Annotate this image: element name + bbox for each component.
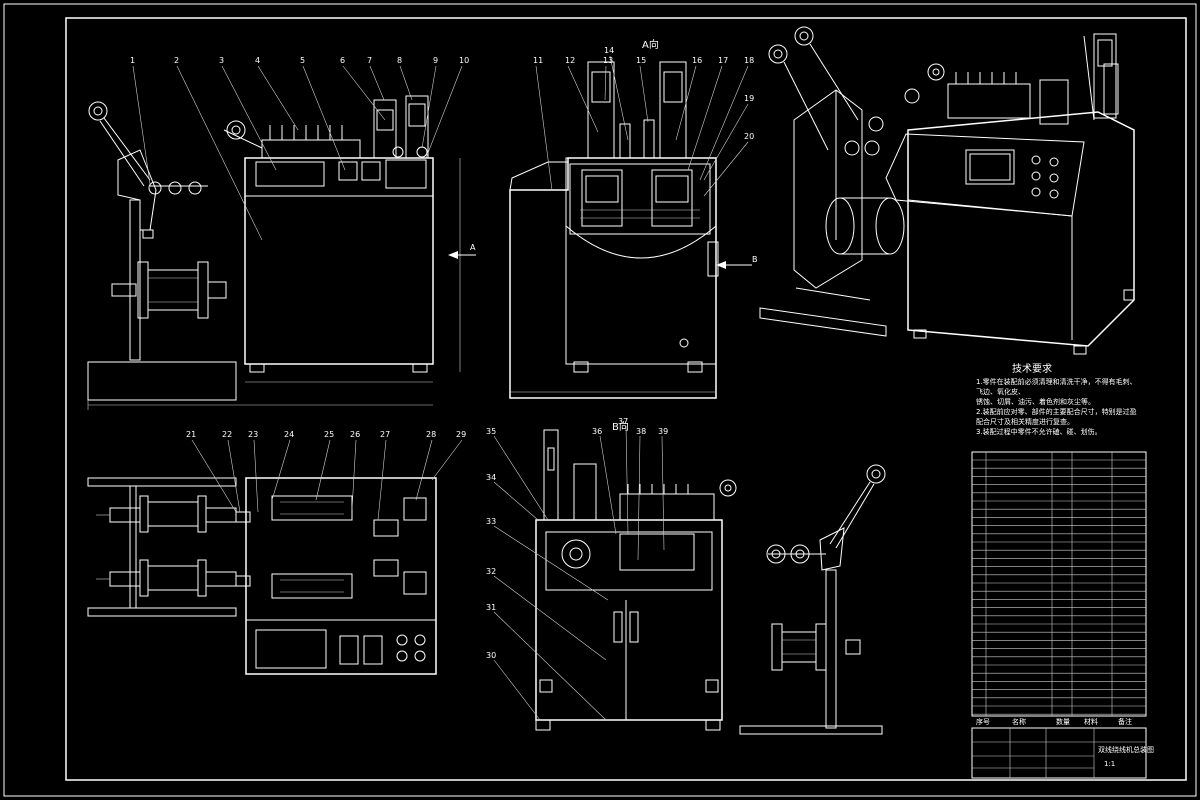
parts-list-column-header: 材料	[1084, 717, 1098, 726]
callout-number: 22	[222, 430, 232, 439]
drawing-scale: 1:1	[1104, 760, 1115, 768]
callout-number: 18	[744, 56, 754, 65]
callout-number: 17	[718, 56, 728, 65]
parts-list-column-header: 序号	[976, 717, 990, 726]
parts-list-table: 序号 名称 数量 材料 备注	[971, 451, 1147, 726]
callout-number: 34	[486, 473, 496, 482]
callout-number: 26	[350, 430, 360, 439]
callout-number: 11	[533, 56, 543, 65]
tech-req-line: 2.装配前应对零、部件的主要配合尺寸，特别是过盈	[976, 407, 1137, 416]
callout-number: 33	[486, 517, 496, 526]
callout-number: 15	[636, 56, 646, 65]
front-view: A 1 2 3 4 5 6 7 8 9 10	[87, 56, 476, 410]
callout-number: 9	[433, 56, 438, 65]
callout-number: 5	[300, 56, 305, 65]
tech-req-line: 锈蚀、切屑、油污、着色剂和灰尘等。	[976, 397, 1095, 406]
callout-number: 7	[367, 56, 372, 65]
section-marker-a: A	[470, 243, 476, 252]
tech-req-line: 3.装配过程中零件不允许磕、碰、划伤。	[976, 427, 1102, 436]
title-block: 双线绕线机总装图 1:1	[971, 727, 1154, 779]
sheet-outer-border	[3, 3, 1197, 797]
callout-number: 6	[340, 56, 345, 65]
section-marker-b: B	[752, 255, 758, 264]
view-a-label: A向	[642, 38, 659, 51]
callout-number: 32	[486, 567, 496, 576]
callout-number: 24	[284, 430, 294, 439]
sheet-inner-frame	[65, 17, 1187, 781]
callout-number: 1	[130, 56, 135, 65]
isometric-view	[759, 26, 1135, 355]
tech-req-line: 飞边、氧化皮、	[976, 387, 1025, 396]
callout-number: 23	[248, 430, 258, 439]
callout-number: 19	[744, 94, 754, 103]
callout-number: 36	[592, 427, 602, 436]
callout-number: 10	[459, 56, 469, 65]
technical-requirements: 技术要求 1.零件在装配前必须清理和清洗干净，不得有毛刺、飞边、氧化皮、锈蚀、切…	[976, 362, 1137, 436]
callout-number: 39	[658, 427, 668, 436]
callout-number: 25	[324, 430, 334, 439]
callout-number: 38	[636, 427, 646, 436]
callout-numbers-top: 21 22 23 24 25 26 27 28 29	[186, 430, 466, 439]
callout-number: 16	[692, 56, 702, 65]
stand-side-view	[739, 464, 886, 735]
callout-number: 14	[604, 46, 614, 55]
callout-number: 21	[186, 430, 196, 439]
tech-req-heading: 技术要求	[1012, 362, 1052, 375]
view-b-label: B向	[612, 420, 629, 433]
callout-number: 35	[486, 427, 496, 436]
callout-number: 27	[380, 430, 390, 439]
callout-number: 8	[397, 56, 402, 65]
callout-number: 3	[219, 56, 224, 65]
callout-number: 4	[255, 56, 260, 65]
parts-list-column-header: 备注	[1118, 717, 1132, 726]
top-view: 21 22 23 24 25 26 27 28 29	[87, 430, 466, 675]
callout-number: 12	[565, 56, 575, 65]
callout-number: 28	[426, 430, 436, 439]
callout-numbers-front: 1 2 3 4 5 6 7 8 9 10	[130, 56, 469, 65]
tech-req-lines: 1.零件在装配前必须清理和清洗干净，不得有毛刺、飞边、氧化皮、锈蚀、切屑、油污、…	[976, 377, 1137, 436]
parts-list-header: 序号 名称 数量 材料 备注	[976, 717, 1132, 726]
parts-list-column-header: 名称	[1012, 717, 1026, 726]
callout-number: 37	[618, 417, 628, 426]
callout-number: 30	[486, 651, 496, 660]
tech-req-line: 配合尺寸及相关精度进行复查。	[976, 417, 1074, 426]
side-view-a: A向 B	[509, 38, 758, 399]
callout-numbers-rear: 30 31 32 33 34 35 36 37 38 39	[486, 417, 668, 660]
callout-number: 29	[456, 430, 466, 439]
callout-number: 2	[174, 56, 179, 65]
callout-number: 31	[486, 603, 496, 612]
rear-view-b: B向 30	[486, 417, 737, 731]
tech-req-line: 1.零件在装配前必须清理和清洗干净，不得有毛刺、	[976, 377, 1137, 386]
parts-list-column-header: 数量	[1056, 717, 1070, 726]
callout-number: 13	[603, 56, 613, 65]
drawing-name: 双线绕线机总装图	[1098, 745, 1154, 754]
callout-number: 20	[744, 132, 754, 141]
